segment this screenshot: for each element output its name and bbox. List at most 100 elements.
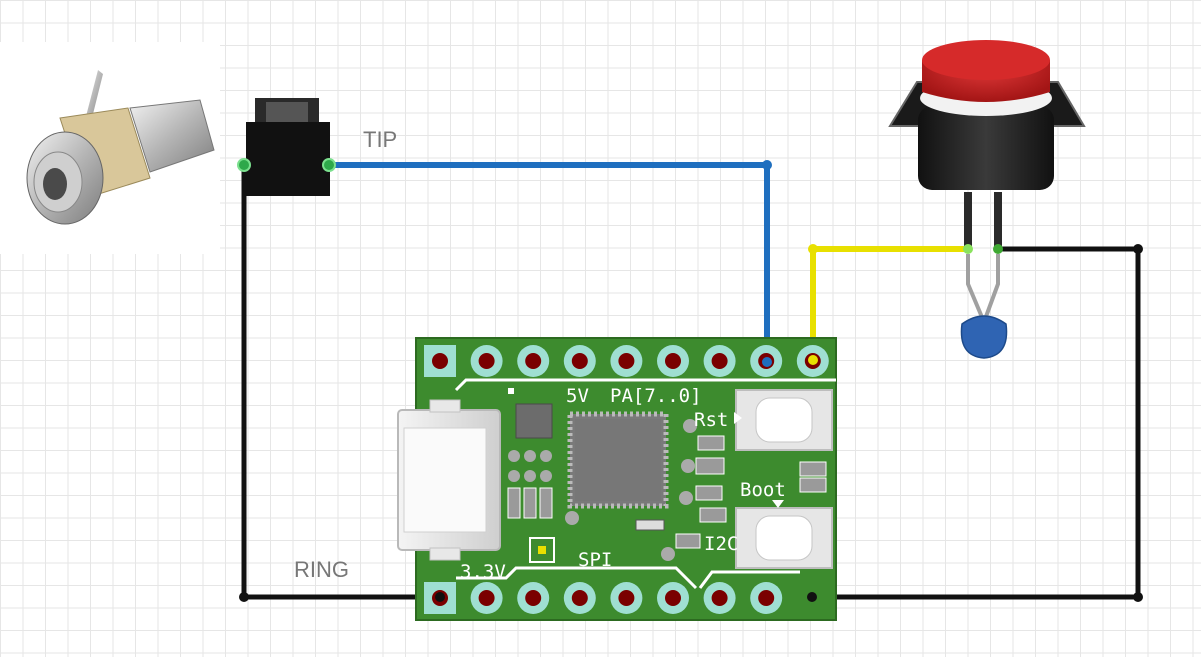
bottom-pin-2 xyxy=(470,582,503,614)
regulator-chip xyxy=(515,403,553,439)
silk-3v3: 3.3V xyxy=(460,561,506,583)
top-pin-4 xyxy=(563,345,596,377)
boot-arrow-icon xyxy=(772,500,784,508)
via xyxy=(681,459,695,473)
reset-arrow-icon xyxy=(734,412,742,424)
audio-jack-photo xyxy=(0,42,220,254)
top-pin-6 xyxy=(657,345,689,377)
silk-dot xyxy=(508,388,514,394)
button-pin-2 xyxy=(993,244,1003,254)
via xyxy=(508,470,520,482)
bottom-pin-7 xyxy=(703,582,736,614)
audio-jack xyxy=(246,98,330,196)
button-body xyxy=(918,106,1054,190)
jack-body xyxy=(246,122,330,196)
silk-line-top xyxy=(454,378,836,392)
silk-5v: 5V xyxy=(566,385,589,407)
small-components xyxy=(507,419,827,563)
silk-boot: Boot xyxy=(740,479,786,501)
pin-hole xyxy=(478,353,495,369)
via xyxy=(524,470,536,482)
pin-hole xyxy=(571,590,588,606)
ground-wire-end xyxy=(807,592,817,602)
jack-ring-pin xyxy=(237,158,251,172)
silk-line-i2c xyxy=(698,570,800,589)
pin-hole xyxy=(432,353,448,369)
bottom-pin-6 xyxy=(657,582,689,614)
mcu-die xyxy=(575,419,661,501)
crystal xyxy=(695,457,725,475)
silk-i2c: I2C xyxy=(704,533,738,555)
tip-wire xyxy=(329,162,770,362)
button-wire-end xyxy=(808,355,818,365)
resistor xyxy=(675,533,701,549)
ground-wire xyxy=(812,246,1141,600)
jack-tip-pin xyxy=(322,158,336,172)
resistor xyxy=(507,487,521,519)
resistor xyxy=(523,487,537,519)
ceramic-capacitor xyxy=(960,254,1008,359)
silk-line-spi xyxy=(456,566,698,590)
usb-opening xyxy=(403,427,487,533)
resistor xyxy=(539,487,553,519)
resistor xyxy=(799,477,827,493)
wires xyxy=(239,160,1143,602)
resistor xyxy=(695,485,723,501)
pin-hole xyxy=(758,590,775,606)
usb-tab-bottom xyxy=(429,547,461,561)
capacitor-leg-left xyxy=(966,254,986,323)
via xyxy=(540,450,552,462)
jumper-pad-center xyxy=(538,546,546,554)
pin-hole xyxy=(571,353,588,369)
pin-hole xyxy=(618,353,635,369)
top-pin-7 xyxy=(703,345,736,377)
reset-button-cap xyxy=(755,397,813,443)
bottom-pin-4 xyxy=(563,582,596,614)
via xyxy=(508,450,520,462)
boot-button-cap xyxy=(755,515,813,561)
resistor xyxy=(799,461,827,477)
via xyxy=(524,450,536,462)
jack-hole xyxy=(43,168,67,200)
pin-hole xyxy=(525,590,542,606)
bottom-pin-header xyxy=(424,582,783,614)
ring-wire-bend xyxy=(239,592,249,602)
silk-pa-bus: PA[7..0] xyxy=(610,385,702,407)
tip-wire-end xyxy=(762,357,772,367)
via xyxy=(540,470,552,482)
jack-lug-upper xyxy=(84,70,103,126)
push-button xyxy=(888,40,1086,254)
tip-wire-bend xyxy=(762,160,772,170)
via xyxy=(679,491,693,505)
ring-wire-end xyxy=(435,592,445,602)
top-pin-3 xyxy=(517,345,550,377)
led xyxy=(635,519,665,531)
jack-barrel-inner xyxy=(266,102,308,122)
usb-tab-top xyxy=(429,399,461,413)
bottom-pin-3 xyxy=(517,582,550,614)
bottom-pin-5 xyxy=(610,582,643,614)
button-pin-1 xyxy=(963,244,973,254)
via xyxy=(661,547,675,561)
jack-lug-right xyxy=(129,99,215,173)
pin-hole xyxy=(525,353,542,369)
pin-hole xyxy=(711,590,728,606)
via xyxy=(683,419,697,433)
resistor xyxy=(697,435,725,451)
pin-hole xyxy=(665,590,681,606)
top-pin-5 xyxy=(610,345,643,377)
button-leg-right xyxy=(994,192,1002,248)
reset-button xyxy=(734,389,833,451)
usb-connector xyxy=(397,399,501,561)
capacitor-body xyxy=(960,315,1008,359)
pin-hole xyxy=(478,590,495,606)
top-pin-1 xyxy=(424,345,456,377)
button-cap-top xyxy=(922,40,1050,80)
silk-spi: SPI xyxy=(578,549,612,571)
capacitor-leg-right xyxy=(982,254,1000,323)
silk-rst: Rst xyxy=(694,409,728,431)
pin-hole xyxy=(711,353,728,369)
bottom-pin-8 xyxy=(750,582,783,614)
button-wire-bend xyxy=(808,244,818,254)
